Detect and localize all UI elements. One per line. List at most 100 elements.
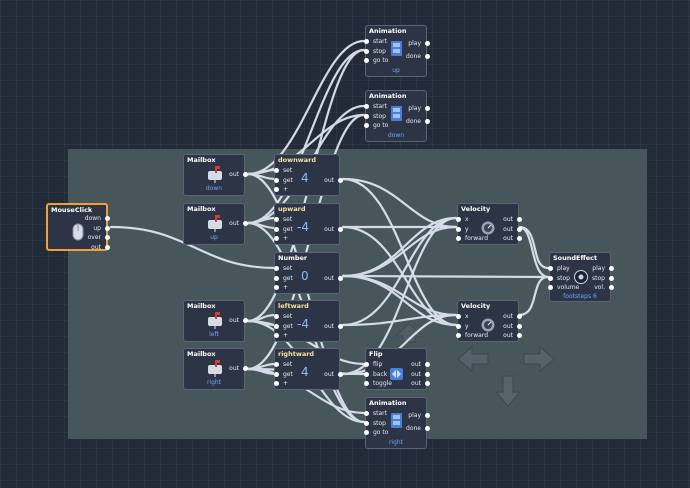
port-add[interactable]: + <box>274 380 288 387</box>
port-set[interactable]: set <box>274 265 292 272</box>
port-y[interactable]: y <box>456 226 469 233</box>
port-out[interactable]: out <box>411 380 430 387</box>
mailbox-right-node[interactable]: Mailbox out right <box>183 348 248 390</box>
rightward-variable-node[interactable]: rightward set get + 4 out <box>274 348 343 390</box>
downward-variable-node[interactable]: downward set get + 4 out <box>274 154 343 196</box>
velocity-top-node[interactable]: Velocity x y forward out out out <box>456 203 522 245</box>
port-start[interactable]: start <box>364 410 387 417</box>
port-done[interactable]: done <box>406 53 430 60</box>
port-goto[interactable]: go to <box>364 57 388 64</box>
flip-icon <box>390 368 403 380</box>
mouseclick-node[interactable]: MouseClick down up over out <box>46 203 111 251</box>
port-out[interactable]: out <box>324 275 343 282</box>
port-out[interactable]: out <box>503 323 522 330</box>
leftward-variable-node[interactable]: leftward set get + -4 out <box>274 300 343 342</box>
port-play[interactable]: play <box>592 265 614 272</box>
port-vol[interactable]: vol. <box>594 284 614 291</box>
port-play[interactable]: play <box>408 412 430 419</box>
mailbox-left-node[interactable]: Mailbox out left <box>183 300 248 342</box>
port-add[interactable]: + <box>274 332 288 339</box>
port-set[interactable]: set <box>274 167 292 174</box>
port-add[interactable]: + <box>274 235 288 242</box>
port-x[interactable]: x <box>456 313 469 320</box>
port-out[interactable]: out <box>324 323 343 330</box>
port-down[interactable]: down <box>85 215 111 222</box>
animation-right-node[interactable]: Animation start stop go to play done rig… <box>364 397 430 449</box>
down-arrow-icon <box>494 375 522 407</box>
port-forward[interactable]: forward <box>456 332 488 339</box>
node-title: Mailbox <box>187 205 216 213</box>
port-start[interactable]: start <box>364 103 387 110</box>
port-out[interactable]: out <box>503 313 522 320</box>
port-stop[interactable]: stop <box>364 48 386 55</box>
port-play[interactable]: play <box>408 40 430 47</box>
port-add[interactable]: + <box>274 186 288 193</box>
port-out[interactable]: out <box>229 365 248 372</box>
port-up[interactable]: up <box>93 225 110 232</box>
port-get[interactable]: get <box>274 177 293 184</box>
port-out[interactable]: out <box>324 371 343 378</box>
animation-down-node[interactable]: Animation start stop go to play done dow… <box>364 90 430 142</box>
node-title: Flip <box>369 350 383 358</box>
port-out[interactable]: out <box>503 226 522 233</box>
left-arrow-icon <box>457 345 489 373</box>
port-out[interactable]: out <box>229 317 248 324</box>
port-out[interactable]: out <box>411 361 430 368</box>
port-back[interactable]: back <box>364 371 387 378</box>
port-get[interactable]: get <box>274 371 293 378</box>
port-out[interactable]: out <box>503 332 522 339</box>
port-out[interactable]: out <box>324 226 343 233</box>
port-out[interactable]: out <box>503 235 522 242</box>
number-variable-node[interactable]: Number set get + 0 out <box>274 252 343 294</box>
port-x[interactable]: x <box>456 216 469 223</box>
variable-value: 4 <box>301 365 309 379</box>
animation-name: up <box>392 67 400 74</box>
port-add[interactable]: + <box>274 284 288 291</box>
soundeffect-node[interactable]: SoundEffect play stop volume play stop v… <box>548 252 614 302</box>
port-flip[interactable]: flip <box>364 361 382 368</box>
upward-variable-node[interactable]: upward set get + -4 out <box>274 203 343 245</box>
port-over[interactable]: over <box>88 234 111 241</box>
speedometer-icon <box>481 221 495 235</box>
port-out[interactable]: out <box>229 220 248 227</box>
mailbox-down-node[interactable]: Mailbox out down <box>183 154 248 196</box>
port-play[interactable]: play <box>548 265 570 272</box>
port-volume[interactable]: volume <box>548 284 579 291</box>
mailbox-icon <box>208 215 222 232</box>
port-set[interactable]: set <box>274 313 292 320</box>
port-goto[interactable]: go to <box>364 429 388 436</box>
port-stop[interactable]: stop <box>592 275 614 282</box>
velocity-bottom-node[interactable]: Velocity x y forward out out out <box>456 300 522 342</box>
port-y[interactable]: y <box>456 323 469 330</box>
port-play[interactable]: play <box>408 105 430 112</box>
port-stop[interactable]: stop <box>548 275 570 282</box>
port-out[interactable]: out <box>229 171 248 178</box>
node-title: Velocity <box>461 302 491 310</box>
port-forward[interactable]: forward <box>456 235 488 242</box>
port-start[interactable]: start <box>364 38 387 45</box>
port-set[interactable]: set <box>274 216 292 223</box>
flip-node[interactable]: Flip flip back toggle out out out <box>364 348 430 390</box>
mailbox-up-node[interactable]: Mailbox out up <box>183 203 248 245</box>
variable-value: 0 <box>301 269 309 283</box>
animation-up-node[interactable]: Animation start stop go to play done up <box>364 25 430 77</box>
mailbox-name: right <box>206 379 222 386</box>
node-title: Animation <box>369 27 407 35</box>
port-toggle[interactable]: toggle <box>364 380 392 387</box>
port-done[interactable]: done <box>406 118 430 125</box>
node-title: MouseClick <box>51 206 93 214</box>
port-stop[interactable]: stop <box>364 113 386 120</box>
port-stop[interactable]: stop <box>364 420 386 427</box>
port-out[interactable]: out <box>411 371 430 378</box>
speedometer-icon <box>481 318 495 332</box>
port-get[interactable]: get <box>274 275 293 282</box>
port-get[interactable]: get <box>274 323 293 330</box>
port-out[interactable]: out <box>91 244 110 251</box>
port-goto[interactable]: go to <box>364 122 388 129</box>
port-set[interactable]: set <box>274 361 292 368</box>
speaker-icon <box>574 270 588 284</box>
port-done[interactable]: done <box>406 425 430 432</box>
port-out[interactable]: out <box>324 177 343 184</box>
port-get[interactable]: get <box>274 226 293 233</box>
port-out[interactable]: out <box>503 216 522 223</box>
